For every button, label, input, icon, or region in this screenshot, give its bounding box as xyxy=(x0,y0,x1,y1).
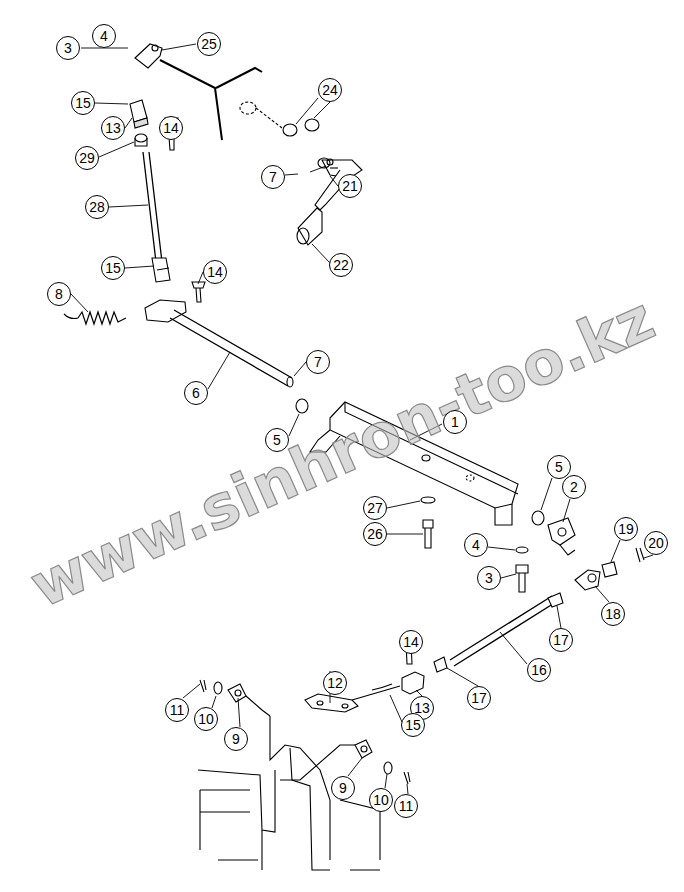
callout-circle: 11 xyxy=(394,794,418,818)
callout-number: 20 xyxy=(648,536,664,550)
callout-number: 5 xyxy=(273,433,281,447)
callout-circle: 26 xyxy=(363,522,387,546)
callout-number: 17 xyxy=(553,633,569,647)
callout-circle: 18 xyxy=(601,602,625,626)
callout-number: 29 xyxy=(79,151,95,165)
callout-circle: 29 xyxy=(75,146,99,170)
callout-circle: 25 xyxy=(197,32,221,56)
callout-circle: 1 xyxy=(443,410,467,434)
callout-number: 8 xyxy=(55,287,63,301)
callout-circle: 9 xyxy=(331,776,355,800)
callout-circle: 11 xyxy=(165,698,189,722)
callout-circle: 6 xyxy=(184,381,208,405)
callout-number: 4 xyxy=(100,29,108,43)
callout-number: 22 xyxy=(333,258,349,272)
callout-circle: 4 xyxy=(464,533,488,557)
callout-number: 14 xyxy=(207,265,223,279)
callout-circle: 9 xyxy=(224,727,248,751)
callout-circle: 15 xyxy=(101,256,125,280)
callout-number: 14 xyxy=(403,635,419,649)
callout-number: 28 xyxy=(89,200,105,214)
callout-number: 24 xyxy=(322,83,338,97)
callout-circle: 24 xyxy=(318,78,342,102)
callout-circle: 17 xyxy=(467,686,491,710)
callout-circle: 8 xyxy=(47,282,71,306)
callout-circle: 20 xyxy=(644,531,668,555)
callout-circle: 14 xyxy=(159,116,183,140)
callout-number: 25 xyxy=(201,37,217,51)
callout-circle: 17 xyxy=(549,628,573,652)
callout-circle: 10 xyxy=(194,707,218,731)
callout-number: 13 xyxy=(105,121,121,135)
callout-number: 21 xyxy=(342,179,358,193)
callout-circle: 28 xyxy=(85,195,109,219)
callout-number: 14 xyxy=(163,121,179,135)
callout-circle: 19 xyxy=(614,517,638,541)
callout-circle: 3 xyxy=(477,566,501,590)
callout-number: 3 xyxy=(485,571,493,585)
callout-circle: 15 xyxy=(71,91,95,115)
callout-circle: 14 xyxy=(399,630,423,654)
callout-circle: 5 xyxy=(265,428,289,452)
callout-number: 5 xyxy=(555,460,563,474)
callout-number: 9 xyxy=(339,781,347,795)
callout-number: 9 xyxy=(232,732,240,746)
callout-number: 11 xyxy=(399,799,414,813)
callout-number: 15 xyxy=(105,261,121,275)
callout-number: 2 xyxy=(570,480,578,494)
callout-number: 10 xyxy=(373,793,389,807)
callout-circle: 13 xyxy=(101,116,125,140)
callout-number: 17 xyxy=(471,691,487,705)
callout-number: 11 xyxy=(170,703,185,717)
callout-number: 12 xyxy=(327,676,343,690)
callout-number: 19 xyxy=(618,522,634,536)
callout-circle: 16 xyxy=(527,658,551,682)
callout-circle: 5 xyxy=(547,455,571,479)
callout-circle: 14 xyxy=(203,260,227,284)
callout-circle: 22 xyxy=(329,253,353,277)
callout-number: 10 xyxy=(198,712,214,726)
callout-circle: 7 xyxy=(306,350,330,374)
callout-circle: 15 xyxy=(401,713,425,737)
callout-circle: 7 xyxy=(261,165,285,189)
callout-circle: 4 xyxy=(92,24,116,48)
callout-number: 27 xyxy=(367,501,383,515)
callout-number: 7 xyxy=(269,170,277,184)
callout-number: 15 xyxy=(405,718,421,732)
callout-number: 7 xyxy=(314,355,322,369)
callout-number: 4 xyxy=(472,538,480,552)
callout-circle: 2 xyxy=(562,475,586,499)
callout-number: 16 xyxy=(531,663,547,677)
callout-number: 6 xyxy=(192,386,200,400)
callout-number: 3 xyxy=(64,41,72,55)
callout-circle: 10 xyxy=(369,788,393,812)
watermark-text: www.sinhron-too.kz xyxy=(20,283,664,621)
callout-number: 26 xyxy=(367,527,383,541)
callout-circle: 3 xyxy=(56,36,80,60)
callout-number: 1 xyxy=(451,415,459,429)
callout-circle: 12 xyxy=(323,671,347,695)
callout-number: 18 xyxy=(605,607,621,621)
callout-circle: 21 xyxy=(338,174,362,198)
callout-number: 15 xyxy=(75,96,91,110)
callout-circle: 27 xyxy=(363,496,387,520)
